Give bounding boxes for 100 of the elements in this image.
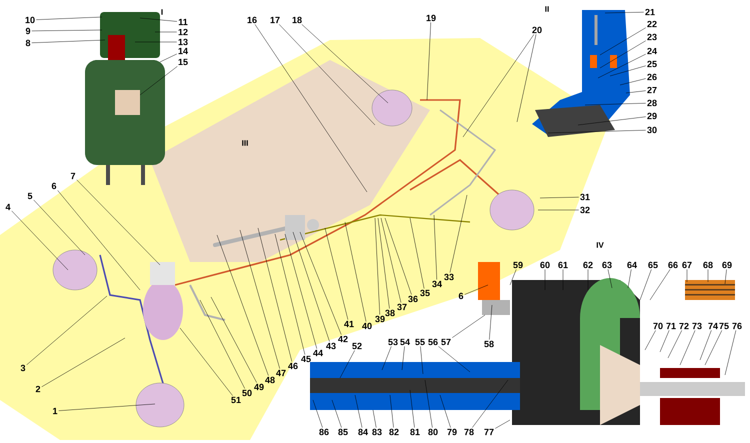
leader-line	[372, 410, 376, 428]
callout-number: 30	[647, 126, 657, 134]
leader-line	[724, 330, 736, 376]
leader-line	[462, 34, 534, 138]
leader-line	[300, 232, 342, 335]
leader-line	[340, 350, 355, 378]
leader-line	[384, 218, 412, 295]
callout-number: 17	[270, 16, 280, 24]
callout-number: 85	[338, 428, 348, 436]
leader-line	[464, 284, 488, 295]
callout-number: 27	[647, 86, 657, 94]
callout-number: 29	[647, 112, 657, 120]
callout-number: 83	[372, 428, 382, 436]
callout-number: 18	[292, 16, 302, 24]
callout-number: 36	[408, 296, 418, 302]
callout-number: 2	[36, 386, 40, 392]
callout-number: 24	[647, 48, 657, 54]
callout-number: 60	[540, 262, 550, 268]
callout-number: 19	[426, 14, 436, 22]
callout-number: 22	[647, 20, 657, 28]
leader-line	[140, 66, 178, 96]
callout-number: 6	[52, 182, 56, 190]
leader-line	[438, 346, 470, 372]
callout-number: 13	[178, 38, 188, 46]
leader-line	[584, 102, 646, 106]
callout-number: 55	[415, 338, 425, 346]
leader-line	[240, 230, 280, 369]
callout-number: 58	[484, 340, 494, 348]
callout-number: 82	[389, 428, 399, 436]
leader-line	[332, 400, 342, 428]
panel-numeral: I	[161, 9, 163, 15]
callout-number: 47	[276, 370, 286, 376]
leader-line	[324, 228, 348, 320]
callout-number: 5	[28, 192, 32, 200]
leader-line	[450, 194, 468, 273]
leader-line	[36, 16, 102, 20]
panel-numeral: III	[242, 140, 248, 146]
leader-line	[640, 269, 652, 300]
callout-number: 45	[301, 356, 311, 362]
leader-line	[628, 269, 632, 288]
callout-number: 77	[484, 428, 494, 436]
callout-number: 61	[558, 262, 568, 268]
callout-number: 81	[410, 428, 420, 436]
callout-number: 56	[428, 338, 438, 346]
callout-number: 31	[580, 194, 590, 200]
leader-line	[472, 380, 508, 428]
callout-number: 64	[627, 262, 637, 268]
callout-number: 50	[242, 390, 252, 396]
leader-line	[32, 40, 106, 44]
callout-number: 67	[682, 262, 692, 268]
leader-line	[160, 54, 177, 62]
leader-line	[200, 300, 245, 389]
callout-number: 16	[248, 16, 257, 24]
callout-number: 7	[70, 172, 76, 180]
callout-number: 10	[26, 16, 35, 24]
callout-number: 80	[428, 428, 438, 436]
callout-number: 21	[645, 8, 655, 16]
callout-number: 40	[362, 322, 372, 330]
callout-number: 3	[20, 364, 26, 372]
leader-line	[284, 234, 318, 349]
leader-line	[344, 222, 366, 322]
callout-number: 44	[313, 350, 323, 356]
leader-line	[548, 130, 646, 134]
leader-line	[402, 346, 405, 370]
leader-line	[424, 380, 433, 428]
callout-number: 38	[385, 310, 395, 316]
callout-number: 33	[444, 274, 454, 280]
callout-number: 41	[344, 320, 354, 328]
leader-line	[390, 394, 394, 428]
callout-number: 71	[666, 322, 676, 330]
callout-number: 66	[668, 262, 678, 268]
callout-number: 23	[647, 34, 657, 40]
leader-line	[620, 78, 646, 86]
leader-line	[216, 234, 269, 376]
leader-line	[644, 330, 656, 350]
callout-number: 34	[432, 280, 442, 288]
callout-number: 20	[532, 26, 542, 34]
leader-line	[562, 269, 564, 290]
callout-number: 62	[583, 262, 593, 268]
leader-line	[600, 28, 646, 56]
callout-number: 35	[420, 290, 430, 296]
leader-line	[258, 228, 292, 362]
leader-line	[489, 304, 492, 340]
leader-line	[495, 420, 510, 429]
callout-number: 48	[265, 376, 275, 384]
leader-line	[578, 116, 646, 126]
leader-line	[426, 22, 431, 100]
leader-line	[76, 180, 160, 266]
leader-line	[544, 269, 546, 290]
leader-line	[12, 210, 68, 270]
leader-line	[254, 24, 368, 192]
callout-number: 72	[679, 322, 689, 330]
callout-number: 12	[178, 28, 188, 36]
leader-line	[600, 40, 646, 68]
callout-number: 9	[26, 28, 30, 34]
panel-numeral: II	[545, 6, 549, 12]
callout-number: 42	[338, 336, 348, 342]
leader-line	[58, 404, 156, 411]
callout-number: 4	[6, 204, 10, 210]
leader-line	[626, 90, 646, 94]
